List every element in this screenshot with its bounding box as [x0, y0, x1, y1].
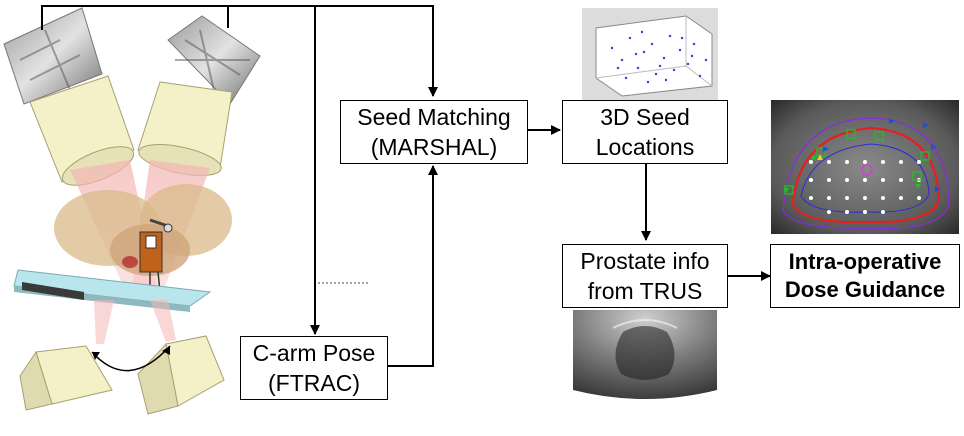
seed-locations-box: 3D Seed Locations — [562, 100, 728, 164]
seed-matching-line2: (MARSHAL) — [370, 134, 498, 160]
prostate-info-box: Prostate info from TRUS — [562, 244, 728, 308]
prostate-info-line1: Prostate info — [580, 248, 710, 274]
seed-locations-line1: 3D Seed — [600, 104, 690, 130]
c-arm-icon — [3, 7, 261, 415]
carm-pose-line1: C-arm Pose — [252, 340, 376, 366]
prostate-info-line2: from TRUS — [587, 278, 703, 304]
dose-guidance-line2: Dose Guidance — [784, 277, 946, 302]
dose-map-icon — [771, 100, 959, 234]
scatter-plot-icon — [582, 8, 718, 100]
x-ray-image-icon — [167, 15, 261, 105]
seed-locations-line2: Locations — [595, 134, 695, 160]
dose-guidance-box: Intra-operative Dose Guidance — [770, 244, 960, 308]
ultrasound-image-icon — [573, 310, 717, 400]
seed-matching-box: Seed Matching (MARSHAL) — [340, 100, 528, 164]
seed-matching-line1: Seed Matching — [357, 104, 511, 130]
carm-pose-box: C-arm Pose (FTRAC) — [240, 336, 388, 400]
carm-pose-line2: (FTRAC) — [268, 370, 360, 396]
x-ray-image-icon — [3, 7, 103, 105]
dose-guidance-line1: Intra-operative — [788, 249, 942, 274]
